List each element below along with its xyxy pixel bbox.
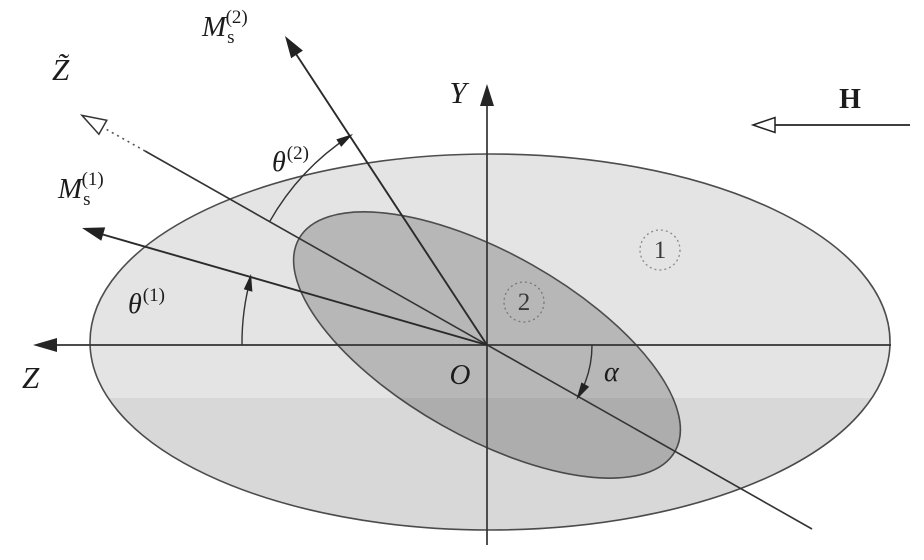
- h-field-label: H: [839, 84, 861, 115]
- theta1-arc-arrowhead: [243, 274, 253, 292]
- z-axis-label: Z: [22, 360, 40, 395]
- theta2-arc-arrowhead: [336, 134, 353, 147]
- origin-label: O: [450, 359, 471, 391]
- y-axis-arrowhead: [480, 84, 494, 106]
- region1-dotted-circle: [639, 229, 681, 271]
- m2-vector-line: [295, 53, 488, 346]
- z-tilde-axis-line: [144, 150, 813, 530]
- z-tilde-dotted-segment: [103, 127, 146, 152]
- region1-number-label: 1: [654, 237, 667, 264]
- alpha-angle-label: α: [604, 357, 620, 388]
- theta2-angle-label: θ(2): [272, 143, 309, 178]
- region2-dotted-circle: [503, 281, 545, 323]
- m2-arrowhead: [285, 36, 303, 59]
- m1-vector-line: [100, 233, 488, 346]
- lower-shading-band: [90, 398, 890, 530]
- m1-arrowhead: [82, 227, 106, 241]
- h-field-open-arrowhead: [750, 116, 776, 134]
- theta1-angle-label: θ(1): [128, 285, 165, 320]
- m2-vector-label: Ms(2): [201, 7, 248, 48]
- z-axis-arrowhead: [33, 338, 57, 352]
- region2-number-label: 2: [518, 289, 531, 316]
- z-tilde-axis-label: Z̃: [52, 52, 70, 87]
- m1-vector-label: Ms(1): [57, 169, 104, 210]
- y-axis-label: Y: [449, 75, 469, 110]
- alpha-arc-arrowhead: [576, 382, 590, 400]
- z-tilde-open-arrowhead: [79, 114, 108, 136]
